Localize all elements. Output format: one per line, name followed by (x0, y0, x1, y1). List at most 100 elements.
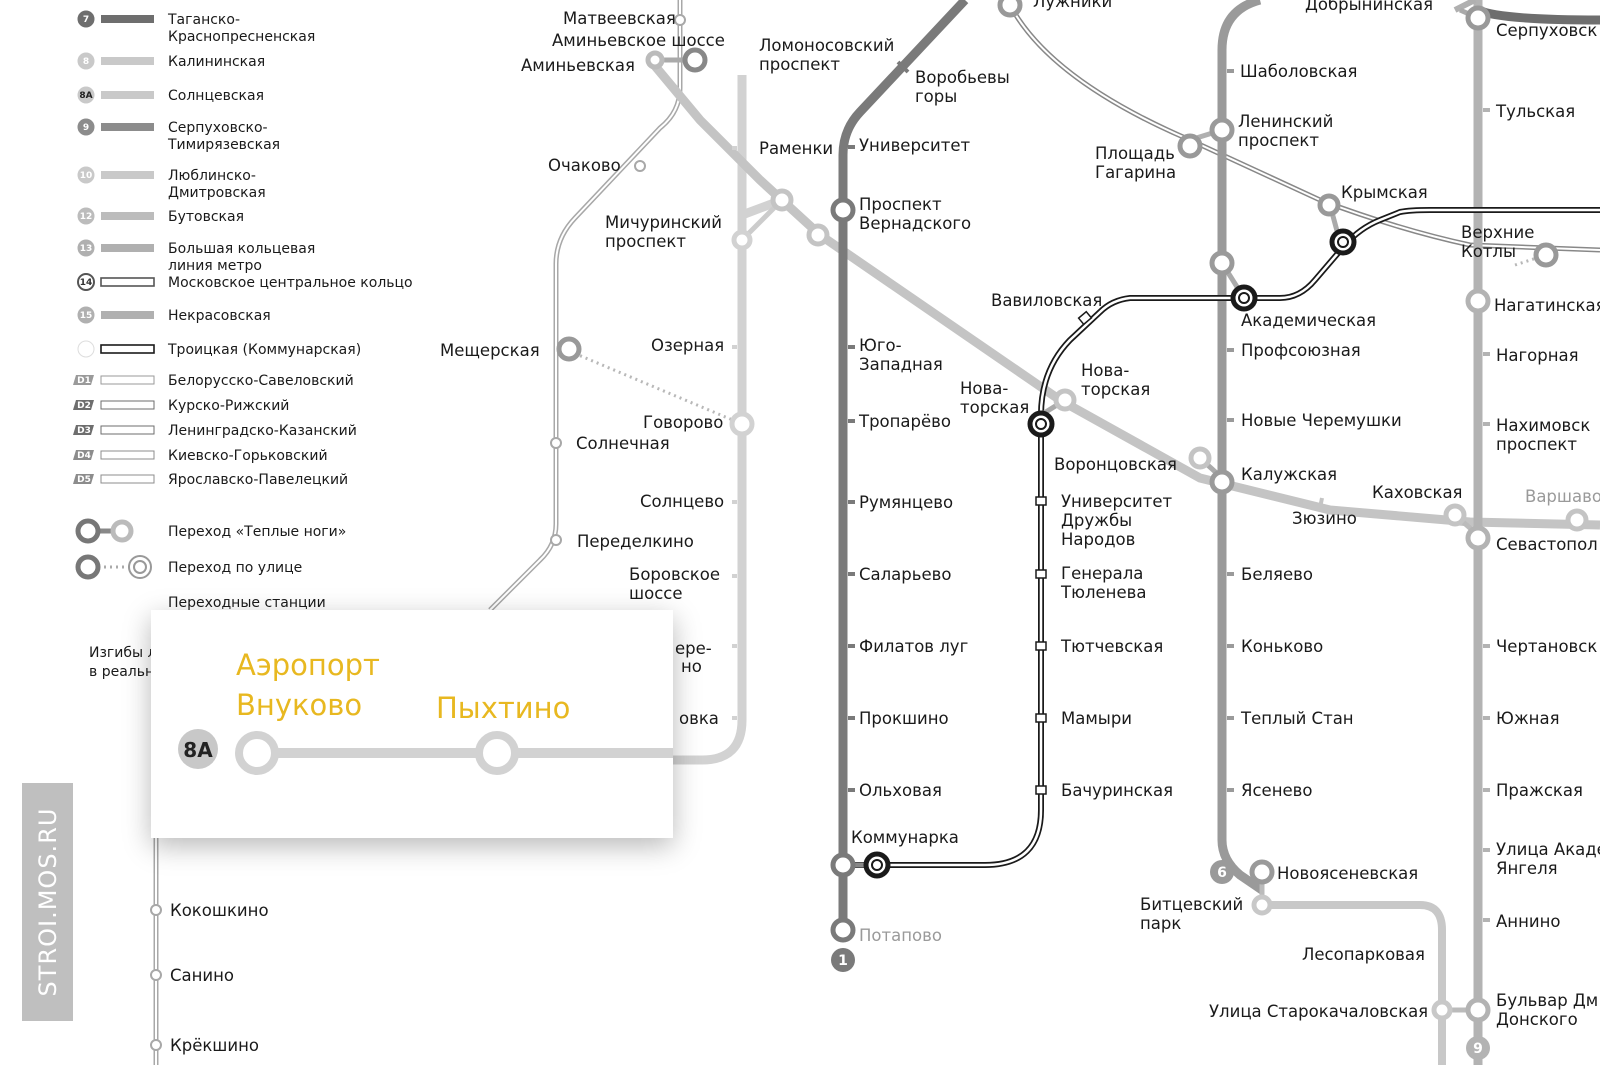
label-kryokshino: Крёкшино (170, 1036, 259, 1055)
text-line: Донского (1496, 1010, 1578, 1029)
label-sanino: Санино (170, 966, 234, 985)
label-yasenevo: Ясенево (1241, 781, 1312, 800)
label-belyaevo: Беляево (1241, 565, 1313, 584)
legend-line-sample (101, 123, 154, 131)
text-line: Проспект (859, 195, 942, 214)
label-sevastopolskaya: Севастопол (1496, 535, 1598, 554)
text-line: Краснопресненская (168, 29, 315, 45)
text-line: Солнцевская (168, 88, 264, 104)
legend-line-sample (100, 450, 155, 460)
watermark: STROI.MOS.RU (22, 783, 73, 1021)
legend-badge-text: 8 (83, 57, 89, 67)
legend-badge-text: 10 (80, 171, 93, 181)
legend-transfer-street: Переход по улице (168, 560, 302, 576)
legend-badge-text: 14 (80, 278, 93, 288)
legend-badge (73, 400, 94, 410)
legend-line-sample (100, 474, 155, 484)
text-line: проспект (759, 55, 840, 74)
label-solntsevo: Солнцево (640, 492, 724, 511)
station-ticks-line8a (732, 146, 737, 720)
legend-line-sample (101, 212, 154, 220)
text-line: Мичуринский (605, 213, 722, 232)
label-tulskaya: Тульская (1495, 102, 1575, 121)
label-meshcherskaya: Мещерская (440, 341, 540, 360)
text-line: Ленинградско-Казанский (168, 423, 357, 439)
text-line: Генерала (1061, 564, 1143, 583)
text-line: Таганско- (167, 12, 240, 28)
line-d4 (153, 0, 683, 1065)
legend-item: 12 Бутовская (77, 207, 244, 225)
legend-badge (77, 306, 95, 324)
text-line: Воробьевы (915, 68, 1010, 87)
text-line: Бутовская (168, 209, 244, 225)
legend-label: Солнцевская (168, 88, 264, 104)
legend-badge (77, 340, 95, 358)
text-line: Киевско-Горьковский (168, 448, 328, 464)
text-line: Университет (1061, 492, 1172, 511)
legend-label: Курско-Рижский (168, 398, 289, 414)
label-annino: Аннино (1496, 912, 1560, 931)
text-line: Изгибы л (89, 645, 156, 661)
label-filatov: Филатов луг (859, 637, 968, 656)
label-universitet: Университет (859, 136, 970, 155)
text-line: шоссе (629, 584, 683, 603)
legend-badge-text: 16 (80, 345, 93, 355)
line-15 (1453, 0, 1477, 13)
label-potapovo: Потапово (859, 926, 942, 945)
legend-badge-text: 12 (80, 212, 93, 222)
text-line: Аэропорт (236, 648, 380, 682)
label-konkovo: Коньково (1241, 637, 1323, 656)
legend-label: Московское центральное кольцо (168, 275, 413, 291)
line-12 (1262, 901, 1446, 1065)
text-line: Верхние (1461, 223, 1534, 242)
text-line: Курско-Рижский (168, 398, 289, 414)
legend-badge (73, 474, 94, 484)
text-line: Тимирязевская (167, 137, 280, 153)
legend-line-sample (101, 15, 154, 23)
legend-label: Белорусско-Савеловский (168, 373, 354, 389)
label-aminevskoe: Аминьевское шоссе (552, 31, 725, 50)
text-line: Тюленева (1060, 583, 1146, 602)
line-7 (1476, 5, 1600, 25)
line-1-badge: 1 (838, 953, 848, 969)
legend-transfer-warm: Переход «Теплые ноги» (168, 524, 346, 540)
text-line: горы (915, 87, 957, 106)
station-ticks (848, 60, 910, 792)
legend-badge (77, 10, 95, 28)
line-1 (838, 0, 969, 930)
text-line: парк (1140, 914, 1181, 933)
text-line: Калининская (168, 54, 265, 70)
label-pere-partial: ере- (675, 639, 712, 658)
text-line: Нахимовск (1496, 416, 1590, 435)
small-station-dots (150, 14, 686, 1051)
station-labels: Матвеевская Аминьевское шоссе Аминьевска… (170, 0, 1600, 1055)
legend-label: Некрасовская (168, 308, 271, 324)
legend-line-sample (101, 171, 154, 179)
label-serpukhovskaya: Серпуховск (1496, 21, 1597, 40)
legend-label: Киевско-Горьковский (168, 448, 328, 464)
station-ticks-line16 (1035, 310, 1093, 795)
label-vavilovskaya: Вавиловская (991, 291, 1102, 310)
label-varshavskaya: Варшаво (1525, 487, 1600, 506)
line-6-badge: 6 (1217, 865, 1227, 881)
text-line: Боровское (629, 565, 720, 584)
label-troparyovo: Тропарёво (858, 412, 951, 431)
label-chertanovskaya: Чертановск (1496, 637, 1597, 656)
label-ozernaya: Озерная (651, 336, 724, 355)
label-kommunarka: Коммунарка (851, 828, 959, 847)
label-dobryninskaya: Добрынинская (1305, 0, 1433, 14)
text-line: Нова- (1081, 361, 1129, 380)
